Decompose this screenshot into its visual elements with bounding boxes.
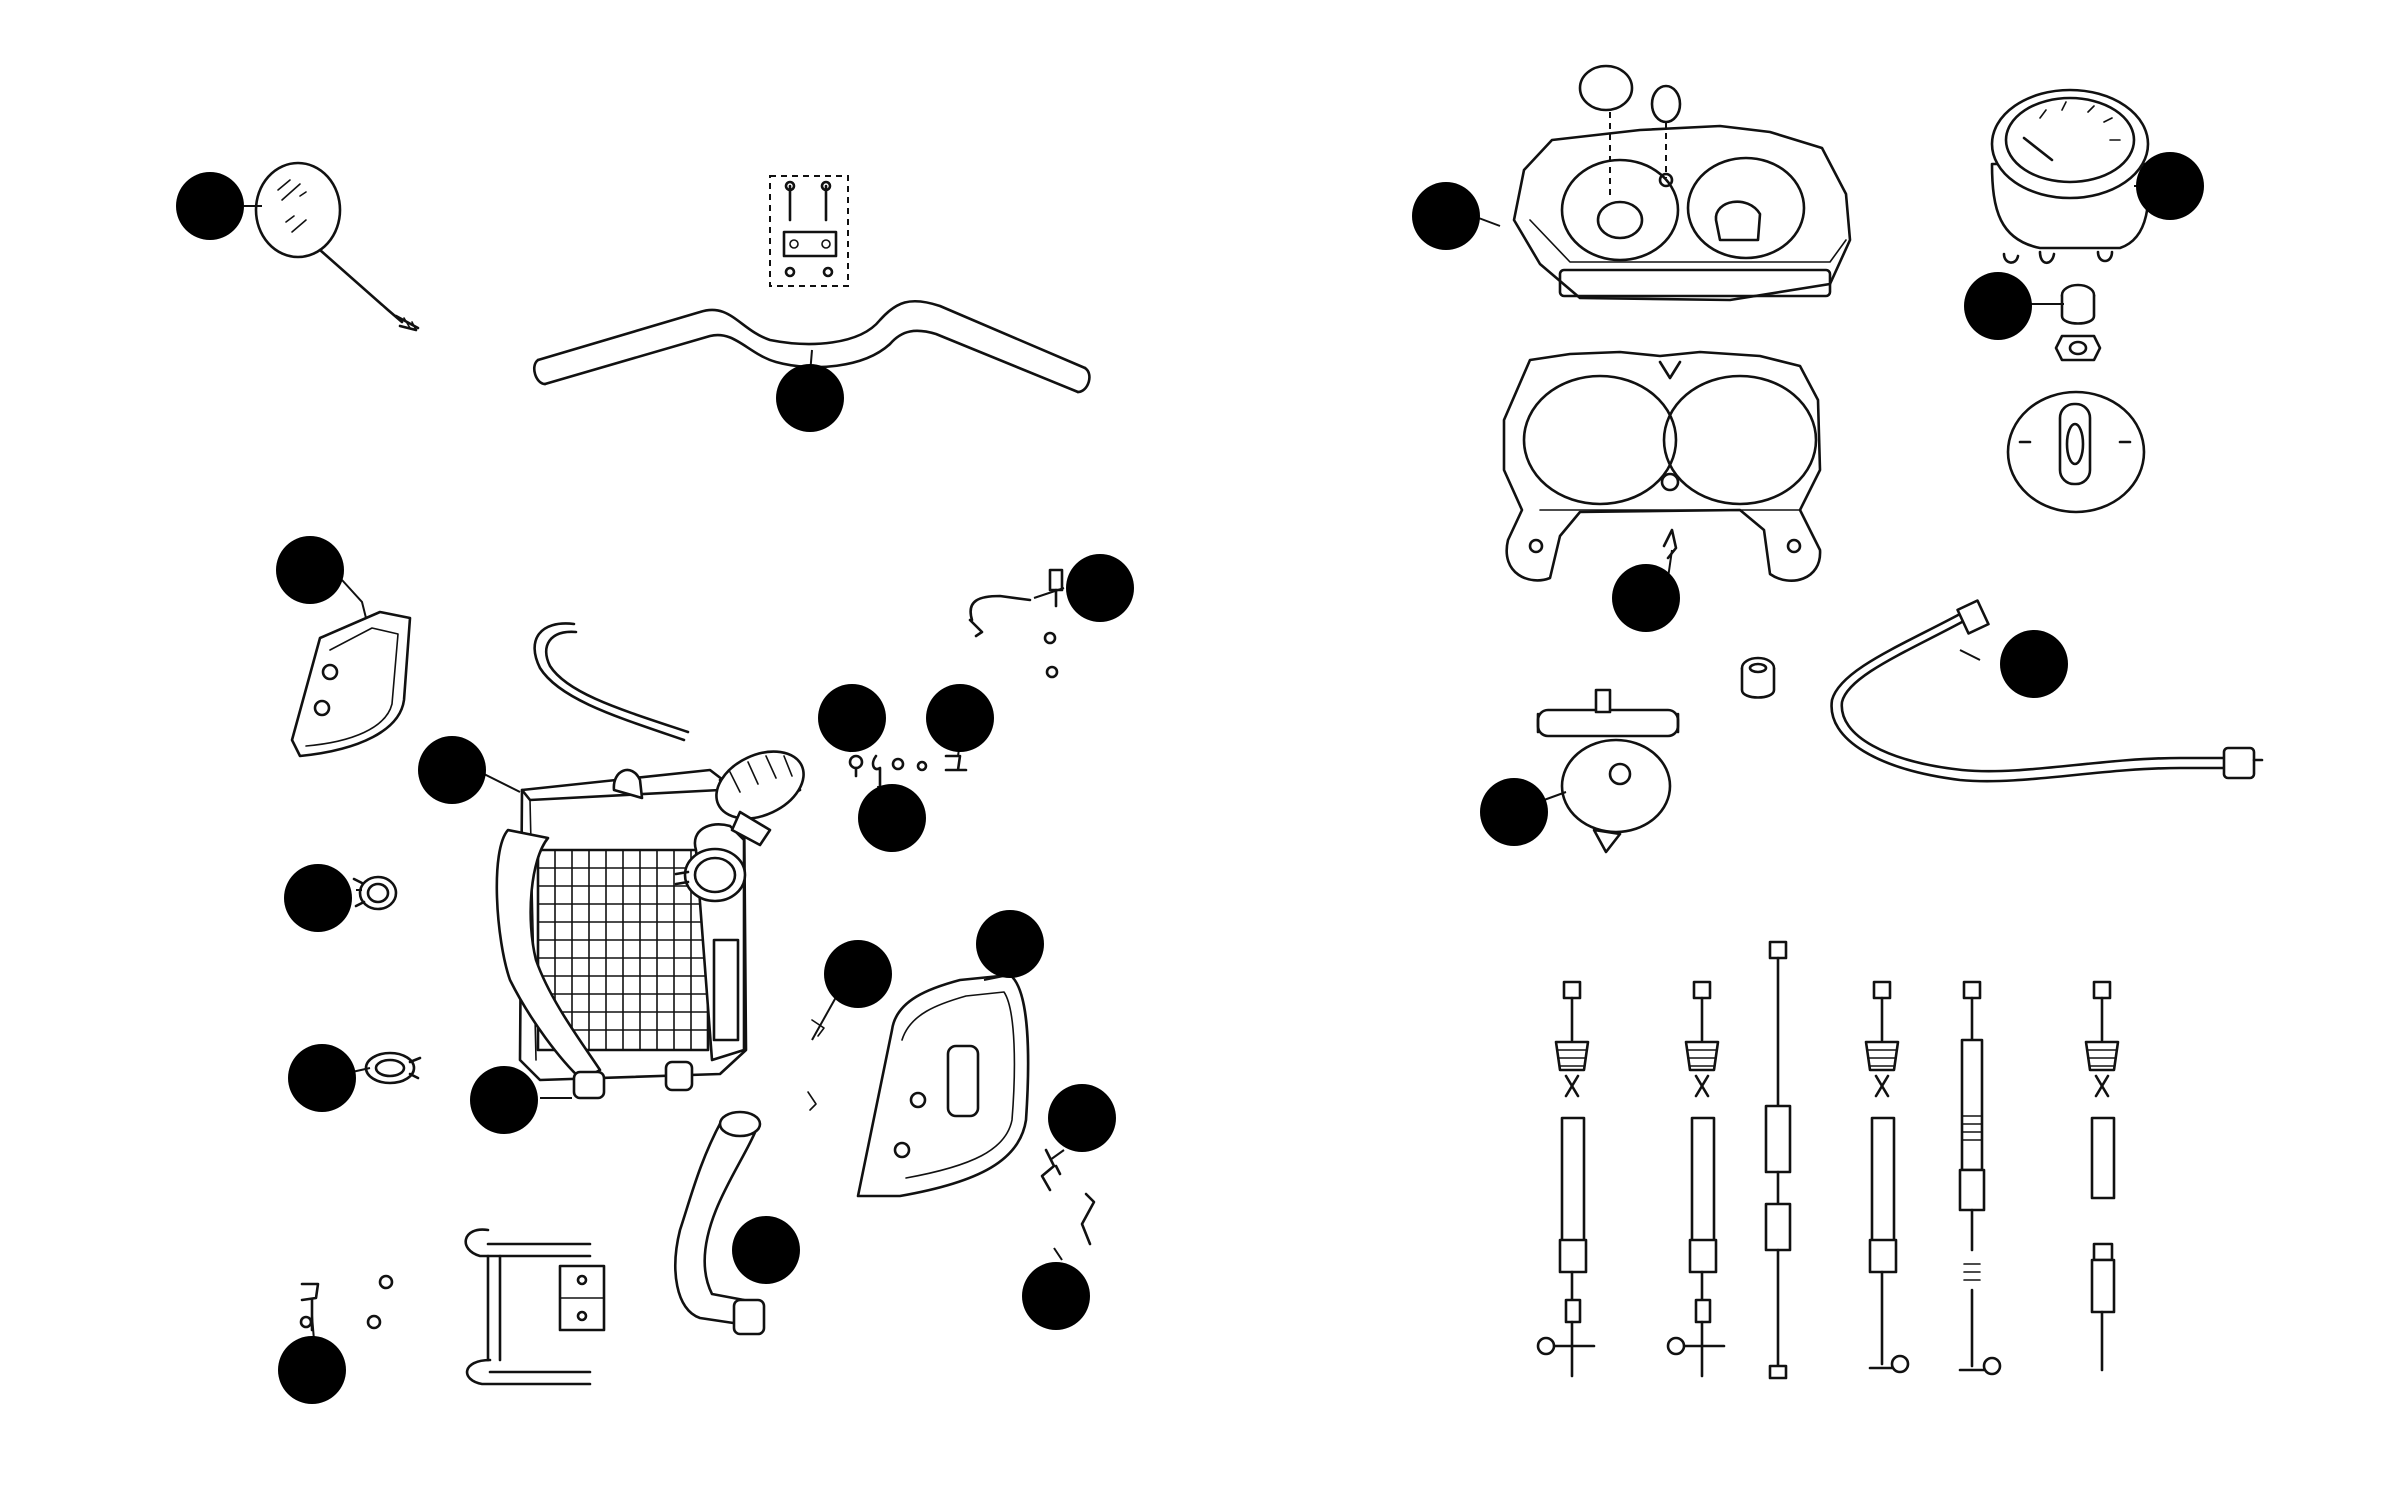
bolt-icon bbox=[968, 568, 1064, 679]
side-cover-icon bbox=[290, 610, 412, 758]
handlebar-icon bbox=[533, 175, 1091, 394]
throttle-cable-icon bbox=[1666, 980, 1726, 1378]
hose-clamp-icon bbox=[364, 1051, 422, 1085]
grommet-icon bbox=[2054, 283, 2102, 362]
throttle-cable-icon bbox=[1536, 980, 1596, 1378]
dashboard-cowl-icon bbox=[1512, 64, 1852, 302]
throttle-cable-icon bbox=[1864, 980, 1910, 1374]
hose-icon bbox=[533, 622, 690, 742]
throttle-cable-icon bbox=[1764, 940, 1792, 1380]
hose-clamp-icon bbox=[352, 875, 398, 911]
radiator-cap-icon bbox=[715, 750, 805, 847]
bolt-icon bbox=[848, 754, 968, 788]
mirror-icon bbox=[254, 161, 420, 332]
throttle-cable-icon bbox=[1958, 980, 2002, 1376]
speedometer-cable-icon bbox=[1830, 599, 2264, 783]
speedometer-icon bbox=[1990, 88, 2151, 265]
hose-icon bbox=[674, 1110, 766, 1336]
grommet-icon bbox=[1740, 656, 1776, 699]
dashboard-cowl-icon bbox=[1502, 350, 1822, 582]
radiator-guard-icon bbox=[464, 1228, 606, 1386]
bolt-icon bbox=[299, 1148, 1096, 1332]
callout-group bbox=[176, 152, 2204, 1404]
throttle-cable-icon bbox=[1536, 688, 1680, 854]
radiator-guard-icon bbox=[807, 973, 1030, 1198]
grommet-icon bbox=[2006, 390, 2146, 514]
throttle-cable-icon bbox=[2084, 980, 2120, 1372]
radiator-icon bbox=[495, 768, 748, 1100]
